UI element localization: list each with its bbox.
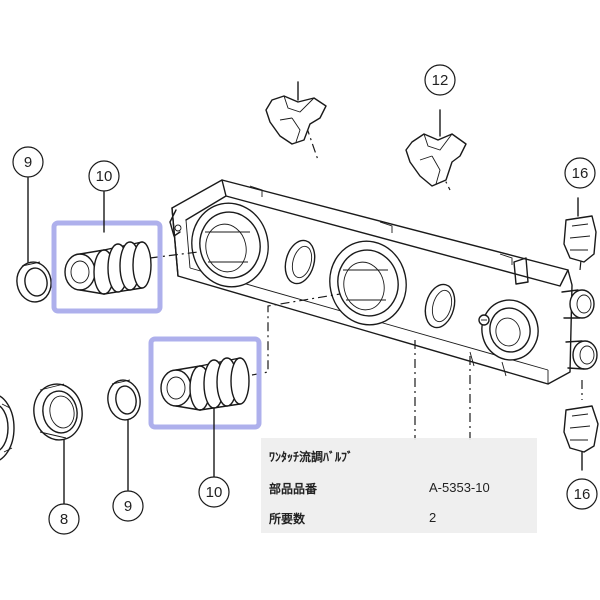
part-name: ﾜﾝﾀｯﾁ流調ﾊﾞﾙﾌﾞ — [269, 450, 354, 464]
ring-8 — [33, 383, 83, 505]
svg-text:10: 10 — [96, 168, 113, 185]
o-ring-9-upper — [16, 177, 52, 303]
valve-10-lower — [148, 336, 262, 479]
clip-16-upper — [563, 197, 597, 263]
clip-16-lower — [563, 405, 599, 471]
callout-16-lower: 16 — [566, 478, 598, 510]
callout-9-upper: 9 — [12, 146, 44, 178]
callout-9-lower: 9 — [112, 490, 144, 522]
part-info-panel: ﾜﾝﾀｯﾁ流調ﾊﾞﾙﾌﾞ 部品品番 A-5353-10 所要数 2 — [261, 438, 537, 533]
callout-10-upper: 10 — [88, 160, 120, 192]
valve-body — [169, 179, 598, 385]
partial-cap — [0, 395, 15, 461]
svg-text:16: 16 — [572, 165, 589, 182]
callout-16-upper: 16 — [564, 157, 596, 189]
clip-12-upper — [265, 81, 327, 145]
callout-10-lower: 10 — [198, 476, 230, 508]
svg-text:9: 9 — [124, 498, 132, 515]
quantity-value: 2 — [429, 510, 437, 525]
callout-8: 8 — [48, 503, 80, 535]
svg-text:8: 8 — [60, 511, 68, 528]
svg-text:10: 10 — [206, 484, 223, 501]
svg-text:9: 9 — [24, 154, 32, 171]
part-number-value: A-5353-10 — [429, 480, 490, 495]
svg-text:12: 12 — [432, 72, 449, 89]
o-ring-9-lower — [107, 379, 141, 491]
valve-10-upper — [51, 191, 163, 314]
callout-12: 12 — [424, 64, 456, 96]
part-number-label: 部品品番 — [269, 482, 318, 496]
quantity-label: 所要数 — [269, 512, 306, 526]
clip-12-lower — [405, 109, 467, 187]
svg-text:16: 16 — [574, 486, 591, 503]
